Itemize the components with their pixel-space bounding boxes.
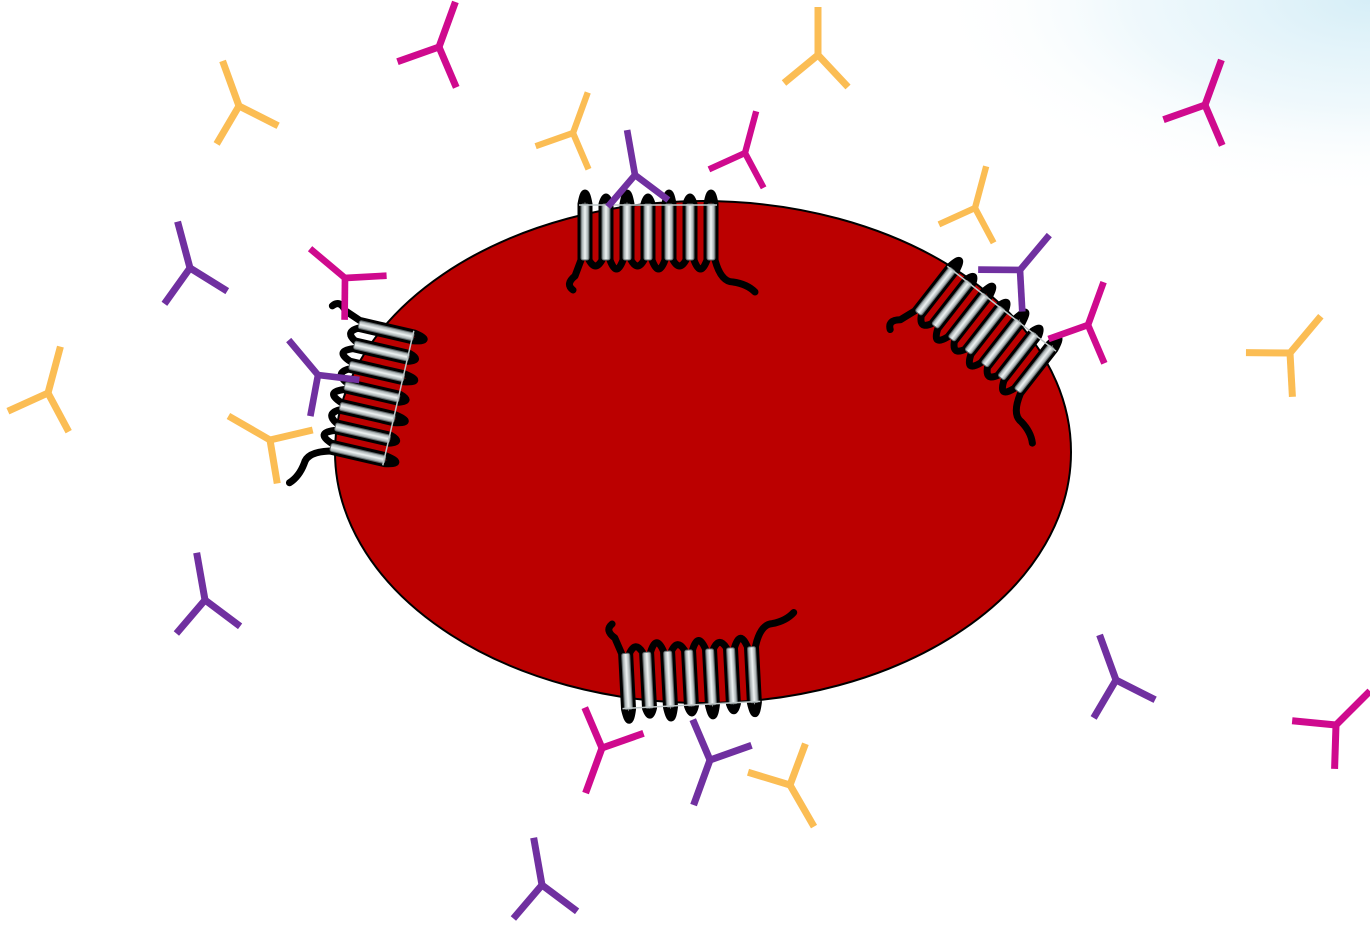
antibody-stem [48,347,60,393]
helix-segment [581,204,589,260]
antibody-stem [223,61,239,106]
antibody-stem [197,553,205,600]
antibody-arm [776,744,819,785]
antibody-arm [574,708,613,748]
antibody-arm [968,208,1002,243]
antibody-arm [1246,331,1290,374]
helix-segment [602,204,610,260]
antibody-arm [1269,353,1313,397]
antibody-magenta-icon [1047,271,1130,363]
antibody-magenta-icon [396,0,484,87]
antibody-arm [1292,701,1336,745]
antibody-arm [172,600,210,633]
antibody-arm [397,35,439,73]
antibody-arm [509,885,547,918]
antibody-arm [784,55,818,83]
antibody-stem [1020,235,1049,270]
antibody-stem [228,416,270,440]
antibody-arm [157,268,197,304]
antibody-purple-icon [500,833,577,923]
antibody-arm [939,200,975,232]
antibody-arm [428,47,467,87]
antibody-stem [310,249,345,278]
antibody-stem [289,340,318,375]
antibody-stem [1100,635,1116,680]
antibody-arm [207,106,249,144]
antibody-yellow-icon [784,7,848,87]
antibody-arm [738,153,772,188]
antibody-stem [1336,691,1370,725]
antibody-yellow-icon [1243,294,1343,396]
antibody-purple-icon [665,720,753,817]
antibody-arm [205,595,240,632]
corner-glow [930,0,1370,200]
antibody-arm [8,384,48,420]
helix-segment [665,204,673,260]
antibody-stem [1290,316,1321,353]
antibody-stem [573,92,588,133]
helix-segment [707,204,715,260]
helix-segment [686,204,694,260]
antibody-arm [682,720,721,760]
antibody-arm [1078,325,1115,363]
antibody-magenta-icon [708,103,782,187]
antibody-arm [270,414,313,456]
antibody-yellow-icon [191,51,279,148]
antibody-arm [190,260,227,299]
antibody-purple-icon [1068,625,1156,722]
antibody-arm [536,123,573,157]
antibody-arm [978,249,1020,290]
antibody-arm [709,145,745,177]
antibody-stem [627,130,635,175]
antibody-arm [324,278,365,320]
antibody-magenta-icon [1289,667,1370,769]
antibody-arm [563,133,598,169]
antibody-stem [178,222,190,268]
antibody-magenta-icon [289,227,386,322]
antibody-stem [745,111,756,153]
antibody-arm [253,440,294,483]
antibody-stem [790,785,814,827]
antibody-arm [542,880,577,917]
antibody-purple-icon [163,548,240,638]
antibody-arm [1084,680,1126,718]
antibody-arm [818,55,848,87]
helix-segment [623,204,631,260]
antibody-yellow-icon [748,740,843,841]
antibody-stem [439,2,455,47]
antibody-stem [586,748,602,793]
antibody-arm [748,757,790,800]
helix-segment [644,204,652,260]
antibody-arm [710,734,752,772]
antibody-yellow-icon [7,338,90,432]
antibody-arm [1313,725,1357,769]
antibody-purple-icon [145,214,228,308]
antibody-stem [1088,282,1104,325]
antibody-arm [293,375,335,416]
antibody-arm [1116,670,1155,710]
antibody-stem [534,838,542,885]
antibody-arm [345,256,387,297]
antibody-arm [40,393,77,432]
antibody-stem [694,760,710,805]
antibody-arm [602,722,644,760]
antibody-yellow-icon [534,82,613,169]
antibody-arm [239,96,278,136]
